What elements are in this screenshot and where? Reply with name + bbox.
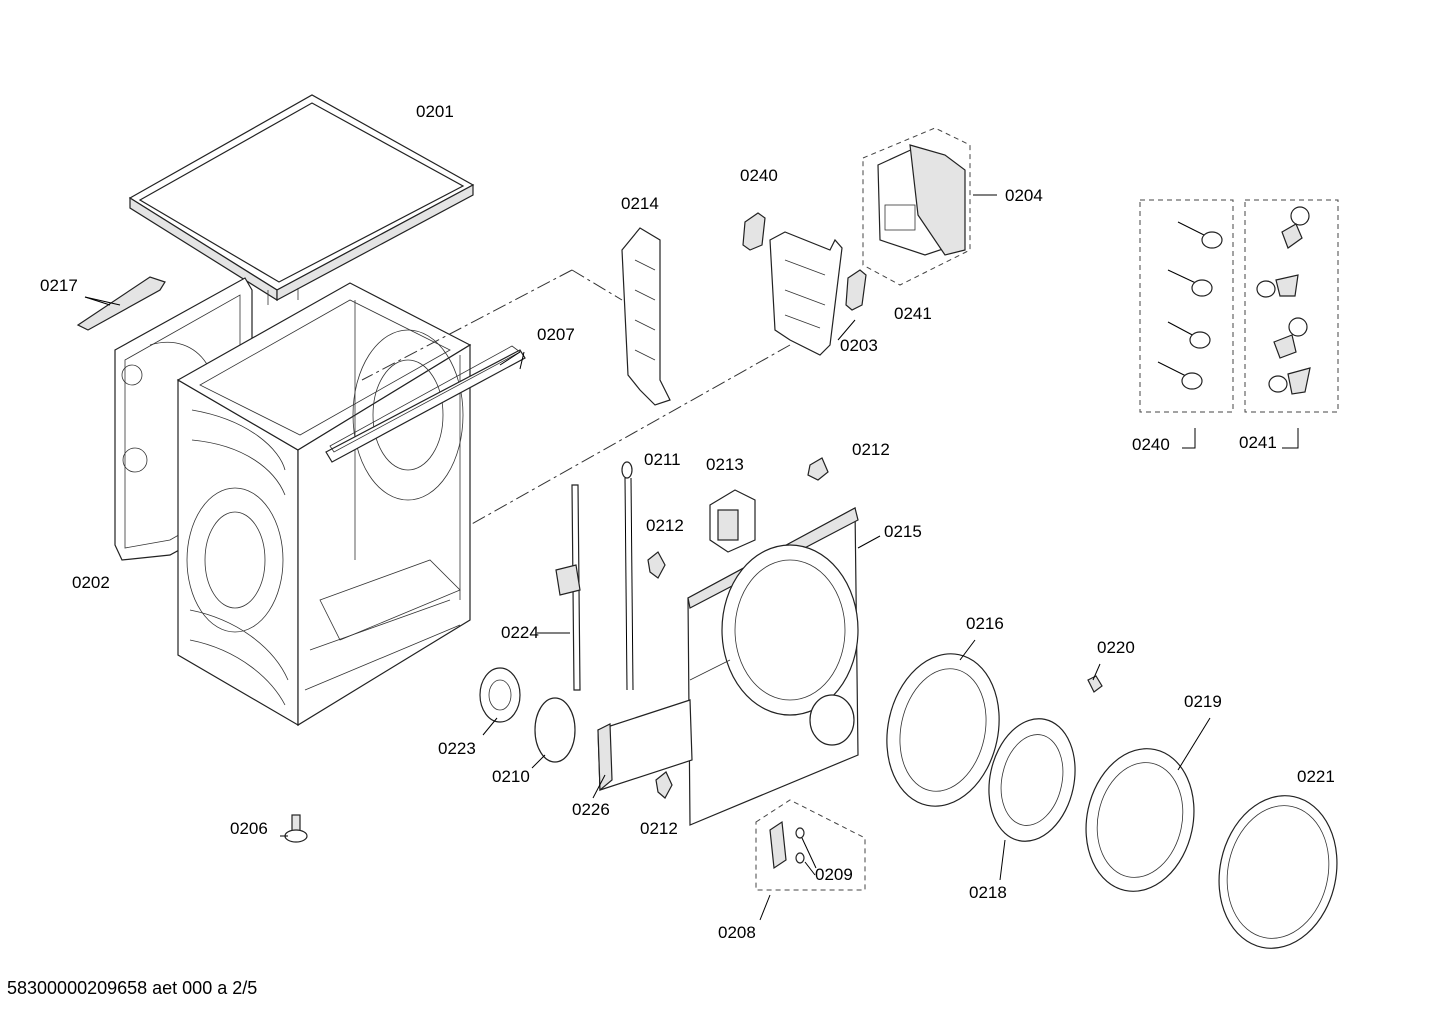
part-0212-clip-mid <box>647 551 666 579</box>
assembly-guide-line <box>361 269 573 381</box>
part-0220-latch <box>1087 675 1103 693</box>
part-0224-rail <box>555 484 581 691</box>
part-label-0210: 0210 <box>492 767 530 786</box>
part-label-0220: 0220 <box>1097 638 1135 657</box>
part-0221-outer-ring <box>1218 795 1338 949</box>
leader-lines <box>84 296 1211 921</box>
part-0219-door-ring <box>1085 748 1195 892</box>
part-label-0212-mid: 0212 <box>646 516 684 535</box>
part-label-0208: 0208 <box>718 923 756 942</box>
part-label-0209: 0209 <box>815 865 853 884</box>
part-0211-rod <box>621 461 634 691</box>
part-0226-panel <box>597 699 693 792</box>
part-0214-rail <box>621 227 671 406</box>
part-label-0224: 0224 <box>501 623 539 642</box>
part-0210-cover <box>534 697 576 763</box>
part-0207-cross-brace <box>325 345 526 463</box>
part-label-0215: 0215 <box>884 522 922 541</box>
part-label-0201: 0201 <box>416 102 454 121</box>
kit-0241-clips <box>1244 199 1339 413</box>
part-label-0211: 0211 <box>644 450 681 469</box>
part-0216-door-frame <box>886 653 1000 807</box>
part-label-0206: 0206 <box>230 819 268 838</box>
part-label-0219: 0219 <box>1184 692 1222 711</box>
part-0213-module <box>709 489 756 553</box>
part-label-0207: 0207 <box>537 325 575 344</box>
part-label-0241-top: 0241 <box>894 304 932 323</box>
part-0206-foot <box>284 814 308 843</box>
part-0223-ring <box>479 667 521 723</box>
part-0218-door-glass <box>988 718 1076 842</box>
kit-0240-leader <box>1182 428 1196 449</box>
part-0240-connector <box>742 212 766 251</box>
part-label-0241-kit: 0241 <box>1239 433 1277 452</box>
document-id: 58300000209658 aet 000 a 2/5 <box>7 978 258 998</box>
part-0204-electronic-module <box>862 127 971 286</box>
part-0215-front-panel <box>687 507 859 826</box>
part-label-0203: 0203 <box>840 336 878 355</box>
part-label-0216: 0216 <box>966 614 1004 633</box>
part-label-0221: 0221 <box>1297 767 1335 786</box>
part-label-0202: 0202 <box>72 573 110 592</box>
part-0241-connector <box>845 269 867 311</box>
part-label-0212-bottom: 0212 <box>640 819 678 838</box>
part-label-0240-top: 0240 <box>740 166 778 185</box>
part-0212-clip-bottom <box>655 771 673 799</box>
part-0201-worktop <box>128 94 475 305</box>
assembly-guide-line <box>469 344 791 526</box>
part-label-0223: 0223 <box>438 739 476 758</box>
kit-0240-screws <box>1139 199 1234 413</box>
part-0217-bracket <box>76 276 166 331</box>
part-label-0212-top: 0212 <box>852 440 890 459</box>
part-label-0213: 0213 <box>706 455 744 474</box>
part-label-0218: 0218 <box>969 883 1007 902</box>
assembly-guide-line <box>571 269 623 301</box>
part-0203-module-bracket <box>769 231 843 356</box>
kit-0208-hinge <box>755 799 866 891</box>
part-label-0217: 0217 <box>40 276 78 295</box>
part-label-0240-kit: 0240 <box>1132 435 1170 454</box>
part-label-0204: 0204 <box>1005 186 1043 205</box>
part-label-0214: 0214 <box>621 194 659 213</box>
kit-0241-leader <box>1282 428 1299 449</box>
part-0212-clip-top <box>807 457 829 481</box>
part-label-0226: 0226 <box>572 800 610 819</box>
